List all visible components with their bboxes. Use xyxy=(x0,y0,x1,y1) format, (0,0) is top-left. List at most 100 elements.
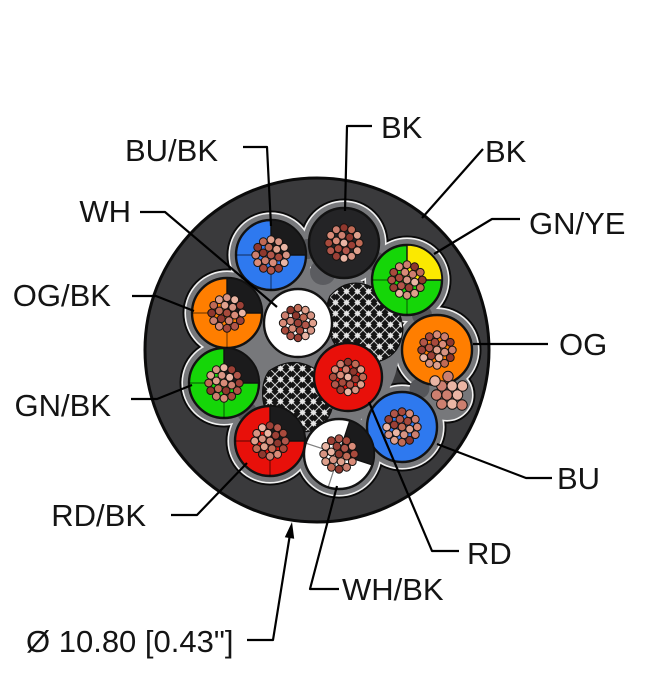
copper-strand xyxy=(338,378,347,387)
label-bk-conductor: BK xyxy=(381,110,423,145)
copper-strand xyxy=(358,372,368,382)
copper-strand xyxy=(288,324,297,333)
copper-strand xyxy=(230,295,240,305)
conductor-bu-bk xyxy=(234,218,308,292)
label-bu: BU xyxy=(557,461,600,496)
copper-strand xyxy=(278,444,288,454)
copper-strand xyxy=(347,441,357,451)
copper-strand xyxy=(326,230,336,240)
copper-strand xyxy=(417,345,427,355)
copper-strand xyxy=(227,391,237,401)
copper-strand xyxy=(330,380,340,389)
copper-strand xyxy=(211,365,221,375)
copper-strand xyxy=(405,409,415,419)
leader-rd-bk xyxy=(171,462,248,517)
label-rd-bk: RD/BK xyxy=(51,498,146,533)
copper-strand xyxy=(286,305,295,315)
copper-strand xyxy=(342,436,352,446)
copper-strand xyxy=(402,290,412,300)
labels: BU/BK BK BK GN/YE WH OG/BK OG GN/BK BU R… xyxy=(13,110,626,659)
copper-strand xyxy=(281,250,291,260)
copper-strand xyxy=(343,387,353,397)
copper-strand xyxy=(306,326,316,335)
copper-strand xyxy=(326,436,336,446)
copper-strand xyxy=(333,244,343,254)
copper-strand xyxy=(384,430,394,440)
copper-strand xyxy=(440,358,450,368)
copper-strand xyxy=(415,283,425,293)
conductor-rd xyxy=(312,341,384,413)
copper-strand xyxy=(207,308,217,318)
copper-strand xyxy=(253,258,263,268)
conductor-og-bk xyxy=(190,276,264,350)
copper-strand xyxy=(272,244,282,254)
label-og: OG xyxy=(559,327,607,362)
copper-strand xyxy=(425,358,434,368)
copper-strand xyxy=(232,370,242,380)
leader-lines xyxy=(131,124,552,642)
copper-strand xyxy=(306,311,316,320)
copper-strand xyxy=(347,225,357,235)
label-wh: WH xyxy=(79,194,131,229)
copper-strand xyxy=(206,386,216,396)
copper-strand xyxy=(339,223,349,233)
copper-strand xyxy=(343,357,353,367)
copper-strand xyxy=(331,225,341,235)
copper-strand xyxy=(327,462,336,472)
copper-strand xyxy=(451,389,464,401)
copper-strand xyxy=(308,318,318,328)
copper-strand xyxy=(412,422,422,432)
copper-strand xyxy=(342,462,352,472)
leader-gn-bk xyxy=(131,383,193,401)
copper-strand xyxy=(334,434,344,444)
copper-strand xyxy=(266,235,276,245)
copper-strand xyxy=(259,442,269,452)
copper-strand xyxy=(219,393,229,403)
copper-strand xyxy=(345,232,355,242)
copper-strand xyxy=(266,265,276,275)
copper-strand xyxy=(391,428,401,438)
copper-strand xyxy=(432,360,442,370)
copper-strand xyxy=(293,333,303,343)
leader-bu xyxy=(436,442,552,480)
copper-strand xyxy=(237,308,247,318)
copper-strand xyxy=(351,359,360,369)
copper-strand xyxy=(354,238,364,248)
label-og-bk: OG/BK xyxy=(13,278,112,313)
copper-strand xyxy=(397,407,407,417)
leader-bk-jacket xyxy=(421,148,484,219)
copper-strand xyxy=(432,330,442,340)
copper-strand xyxy=(389,283,399,293)
copper-strand xyxy=(387,275,397,285)
copper-strand xyxy=(429,375,441,387)
drain-wire-bundle xyxy=(429,370,469,411)
copper-strand xyxy=(442,370,454,383)
copper-strand xyxy=(396,281,406,291)
copper-strand xyxy=(228,302,238,312)
copper-strand xyxy=(271,430,281,440)
copper-strand xyxy=(257,423,267,433)
conductor-rd-bk xyxy=(233,404,307,478)
copper-strand xyxy=(301,331,310,341)
copper-strand xyxy=(389,268,399,277)
copper-strand xyxy=(278,318,288,328)
copper-strand xyxy=(419,338,429,347)
copper-strand xyxy=(279,242,289,252)
copper-strand xyxy=(235,300,245,310)
copper-strand xyxy=(430,389,443,401)
conductor-og xyxy=(400,313,474,387)
label-rd: RD xyxy=(467,536,512,571)
copper-strand xyxy=(403,416,413,426)
dimension-arrowhead xyxy=(284,522,295,539)
copper-strand xyxy=(321,442,331,451)
copper-strand xyxy=(260,256,270,266)
label-wh-bk: WH/BK xyxy=(342,572,444,607)
copper-strand xyxy=(330,365,340,374)
copper-strand xyxy=(349,367,358,376)
copper-strand xyxy=(209,301,219,310)
copper-strand xyxy=(286,331,295,341)
copper-strand xyxy=(352,246,362,256)
copper-strand xyxy=(419,353,429,363)
copper-strand xyxy=(340,443,350,453)
